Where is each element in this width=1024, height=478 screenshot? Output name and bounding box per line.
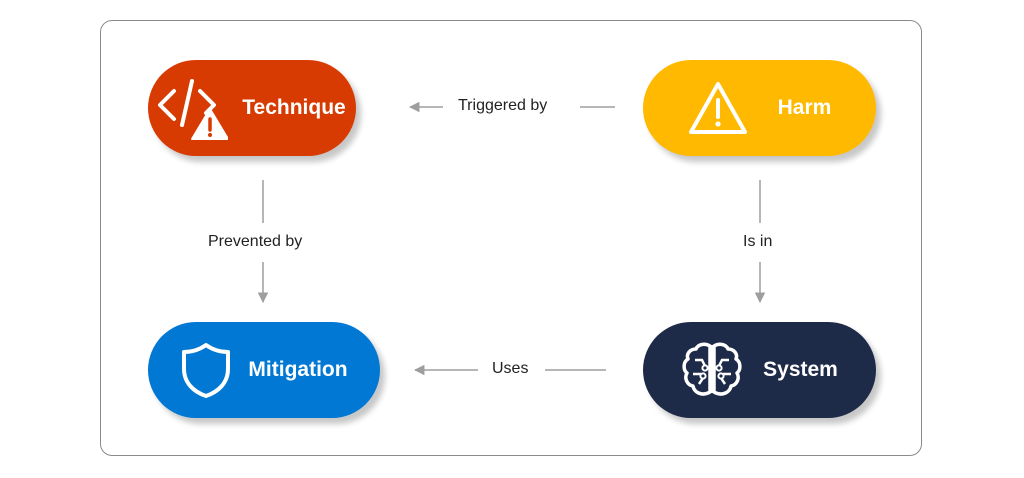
shield-icon <box>180 341 232 399</box>
warning-icon <box>688 81 748 135</box>
edge-label-uses: Uses <box>492 360 529 377</box>
brain-circuit-icon <box>681 340 743 400</box>
node-technique: Technique <box>148 60 356 156</box>
node-mitigation-label: Mitigation <box>248 358 348 381</box>
edge-label-is-in: Is in <box>743 233 773 250</box>
node-harm: Harm <box>643 60 876 156</box>
code-warning-icon <box>158 75 229 141</box>
edge-label-triggered-by: Triggered by <box>458 97 548 114</box>
node-system: System <box>643 322 876 418</box>
edge-label-prevented-by: Prevented by <box>208 233 303 250</box>
node-mitigation: Mitigation <box>148 322 380 418</box>
node-technique-label: Technique <box>242 96 346 119</box>
node-system-label: System <box>763 358 838 381</box>
node-harm-label: Harm <box>777 96 832 119</box>
